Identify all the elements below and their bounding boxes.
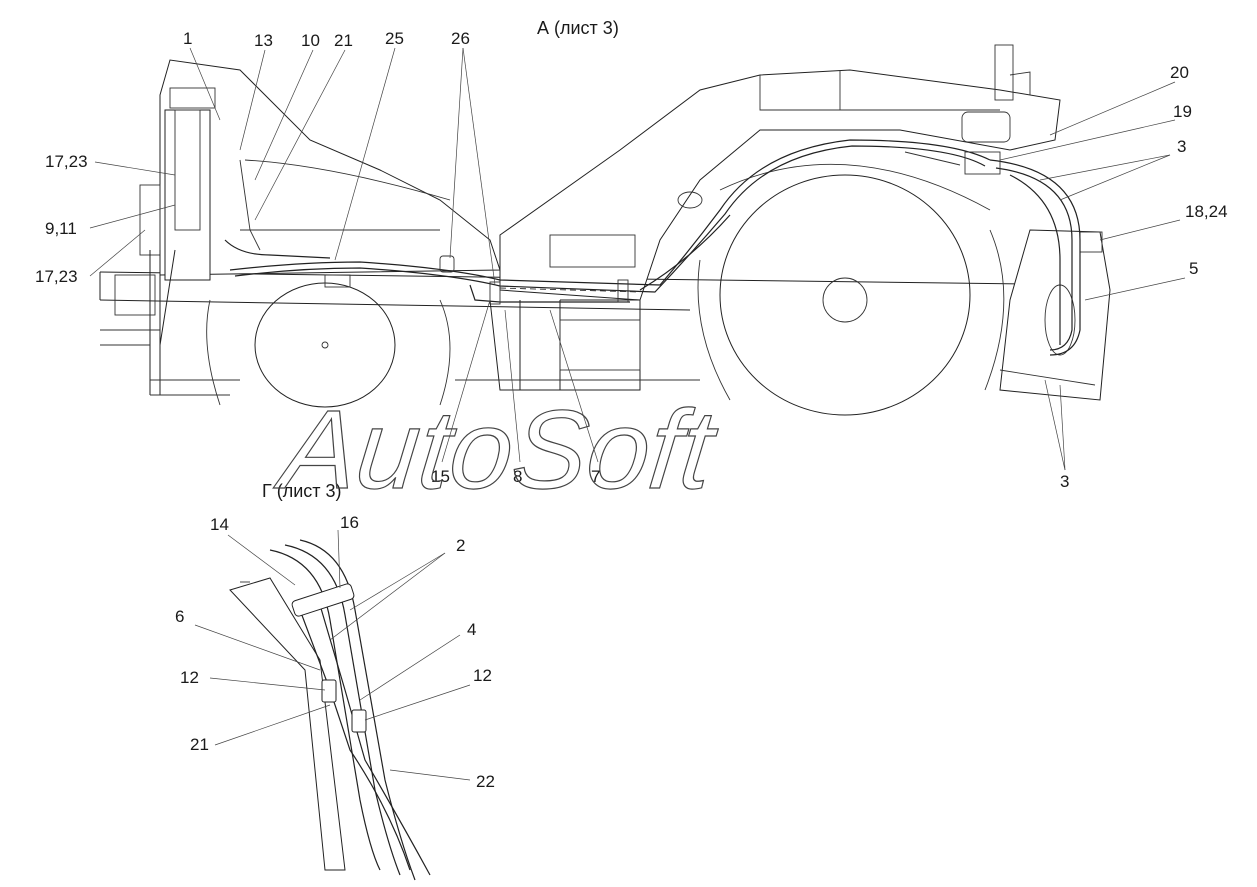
callout-18-24: 18,24 xyxy=(1185,202,1228,221)
callout-14: 14 xyxy=(210,515,229,534)
view-a-callouts: 1 13 10 21 25 26 17,23 9,11 17,23 20 19 … xyxy=(35,29,1228,491)
callout-6: 6 xyxy=(175,607,184,626)
rear-wheel xyxy=(697,163,1005,416)
callout-3-top: 3 xyxy=(1177,137,1186,156)
front-attachment xyxy=(100,59,501,396)
callout-5: 5 xyxy=(1189,259,1198,278)
callout-17-23-top: 17,23 xyxy=(45,152,88,171)
callout-10: 10 xyxy=(301,31,320,50)
view-a-drawing xyxy=(89,44,1186,471)
view-g-drawing xyxy=(194,529,471,881)
callout-9-11: 9,11 xyxy=(45,219,77,238)
view-a-title: А (лист 3) xyxy=(537,18,619,38)
callout-12-right: 12 xyxy=(473,666,492,685)
view-a-leader-lines xyxy=(89,47,1186,471)
callout-16: 16 xyxy=(340,513,359,532)
hydraulic-hoses xyxy=(224,139,1081,356)
view-g-title: Г (лист 3) xyxy=(262,481,342,501)
callout-20: 20 xyxy=(1170,63,1189,82)
callout-8: 8 xyxy=(513,467,522,486)
callout-26: 26 xyxy=(451,29,470,48)
callout-22: 22 xyxy=(476,772,495,791)
callout-13: 13 xyxy=(254,31,273,50)
callout-12-left: 12 xyxy=(180,668,199,687)
callout-1: 1 xyxy=(183,29,192,48)
callout-4: 4 xyxy=(467,620,476,639)
callout-2: 2 xyxy=(456,536,465,555)
cab-body xyxy=(499,44,1061,301)
callout-25: 25 xyxy=(385,29,404,48)
callout-21-detail: 21 xyxy=(190,735,209,754)
callout-17-23-bottom: 17,23 xyxy=(35,267,78,286)
callout-21: 21 xyxy=(334,31,353,50)
callout-19: 19 xyxy=(1173,102,1192,121)
watermark-logo: AutoSoft xyxy=(270,386,724,512)
callout-15: 15 xyxy=(431,467,450,486)
rear-implement xyxy=(999,229,1111,401)
callout-7: 7 xyxy=(591,467,600,486)
callout-3-bottom: 3 xyxy=(1060,472,1069,491)
view-g-callouts: 14 16 2 6 4 12 12 21 22 xyxy=(175,513,495,791)
